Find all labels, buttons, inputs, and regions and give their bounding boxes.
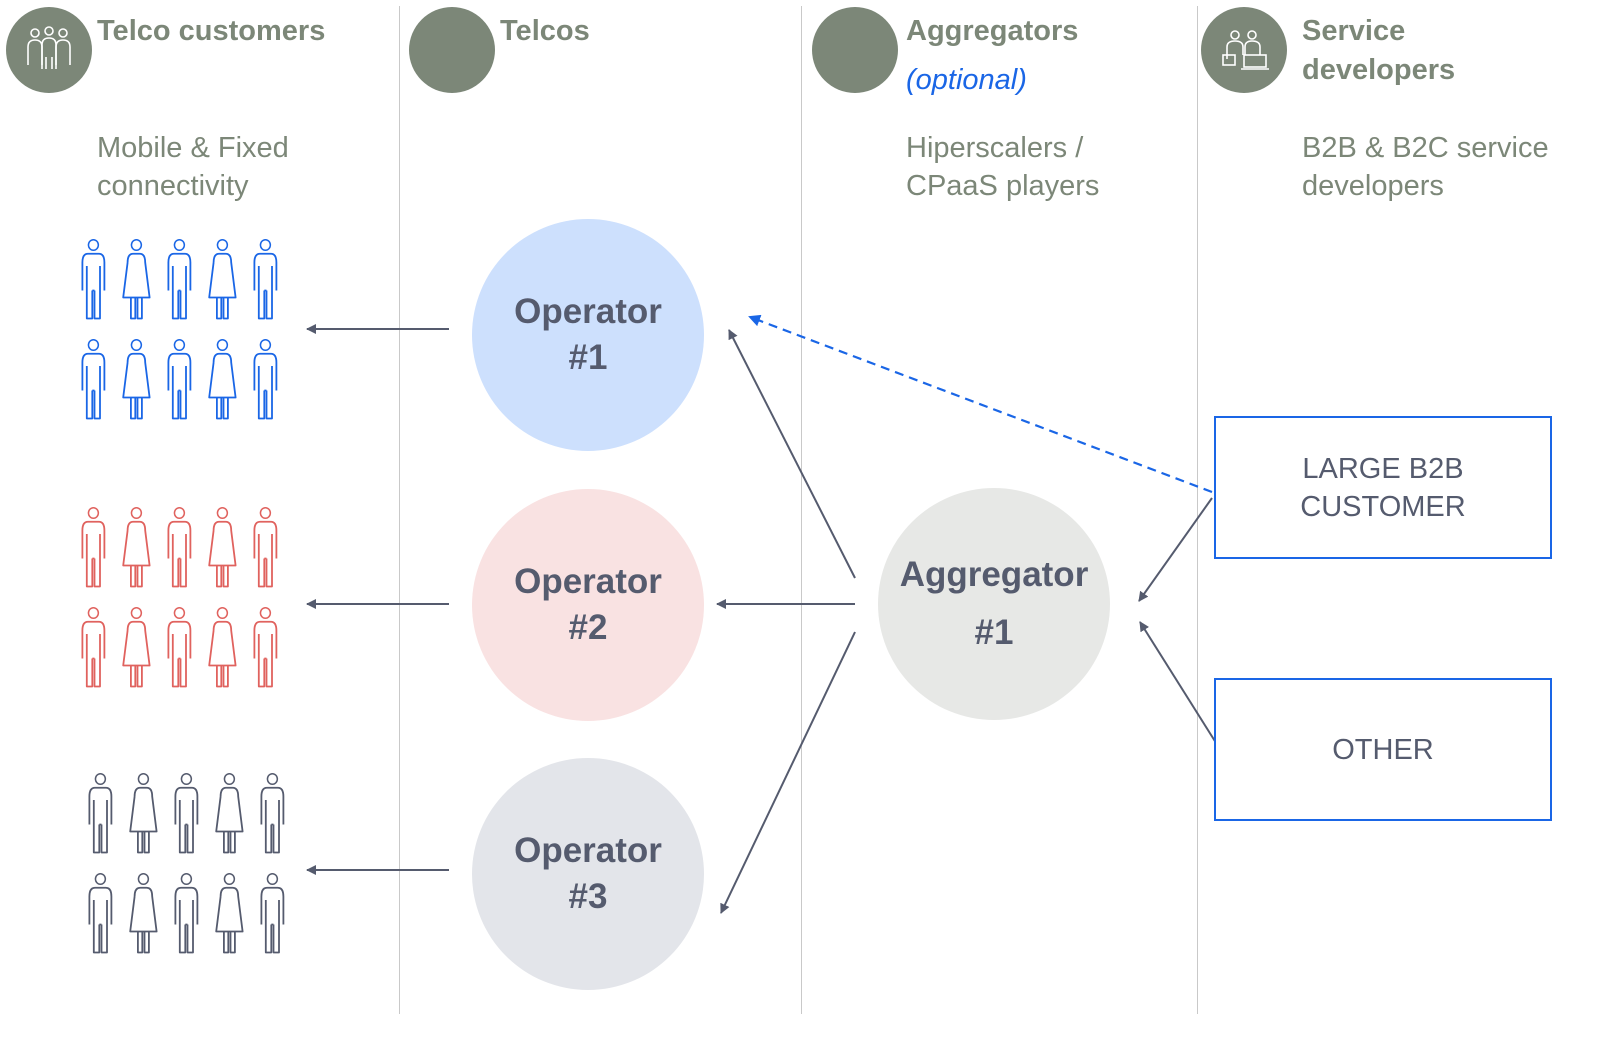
operator-3-number: #3 xyxy=(568,877,608,916)
column-divider-3 xyxy=(1197,6,1198,1014)
telco-customers-description: Mobile & Fixed connectivity xyxy=(97,132,289,202)
person-icon xyxy=(254,508,276,587)
person-icon xyxy=(168,508,190,587)
person-icon xyxy=(216,874,242,953)
developers-icon xyxy=(1222,30,1269,70)
operator-1-label: Operator xyxy=(514,292,662,331)
people-group-icon xyxy=(27,26,71,69)
customer-group-operator-3 xyxy=(85,772,300,967)
customer-group-operator-1 xyxy=(78,238,293,433)
dashed-arrow-large-b2b-to-operator-1 xyxy=(748,314,1213,494)
operator-1-number: #1 xyxy=(568,338,608,377)
person-icon xyxy=(209,240,235,319)
person-icon xyxy=(175,874,197,953)
aggregators-optional-note: (optional) xyxy=(906,64,1027,96)
aggregator-1-node: Aggregator #1 xyxy=(878,488,1110,720)
people-icons xyxy=(78,506,293,696)
aggregators-description: Hiperscalers / CPaaS players xyxy=(906,132,1100,202)
person-icon xyxy=(89,774,111,853)
person-icon xyxy=(82,608,104,687)
person-icon xyxy=(130,874,156,953)
person-icon xyxy=(254,340,276,419)
person-icon xyxy=(254,608,276,687)
person-icon xyxy=(89,874,111,953)
other-developer-label: OTHER xyxy=(1332,733,1434,766)
column-divider-1 xyxy=(399,6,400,1014)
arrow-aggregator-to-operator-3 xyxy=(720,631,856,914)
people-icons xyxy=(85,772,300,962)
person-icon xyxy=(209,508,235,587)
person-icon xyxy=(123,240,149,319)
service-developers-description: B2B & B2C service developers xyxy=(1302,132,1549,202)
operator-2-node: Operator #2 xyxy=(472,489,704,721)
person-icon xyxy=(123,608,149,687)
people-icons xyxy=(78,238,293,428)
person-icon xyxy=(168,608,190,687)
person-icon xyxy=(254,240,276,319)
telco-customers-header-icon xyxy=(6,7,92,93)
operator-3-node: Operator #3 xyxy=(472,758,704,990)
person-icon xyxy=(209,340,235,419)
person-icon xyxy=(261,774,283,853)
person-icon xyxy=(216,774,242,853)
arrow-aggregator-to-operator-1 xyxy=(728,329,856,579)
person-icon xyxy=(82,340,104,419)
service-developers-header-icon xyxy=(1201,7,1287,93)
column-divider-2 xyxy=(801,6,802,1014)
other-developer-box: OTHER xyxy=(1214,678,1552,821)
person-icon xyxy=(82,240,104,319)
service-developers-title: Service developers xyxy=(1302,15,1456,86)
aggregators-header-icon xyxy=(812,7,898,93)
operator-3-label: Operator xyxy=(514,831,662,870)
telco-customers-title: Telco customers xyxy=(97,15,326,47)
aggregator-1-label: Aggregator xyxy=(899,555,1089,594)
person-icon xyxy=(261,874,283,953)
aggregator-1-number: #1 xyxy=(974,613,1014,652)
person-icon xyxy=(130,774,156,853)
operator-2-label: Operator xyxy=(514,562,662,601)
person-icon xyxy=(175,774,197,853)
person-icon xyxy=(123,508,149,587)
operator-1-node: Operator #1 xyxy=(472,219,704,451)
person-icon xyxy=(168,340,190,419)
customer-group-operator-2 xyxy=(78,506,293,701)
person-icon xyxy=(209,608,235,687)
arrow-large-b2b-to-aggregator xyxy=(1138,497,1213,602)
telcos-header-icon xyxy=(409,7,495,93)
arrow-other-to-aggregator xyxy=(1139,621,1219,747)
aggregators-title: Aggregators xyxy=(906,15,1079,47)
large-b2b-customer-label: LARGE B2B CUSTOMER xyxy=(1300,452,1466,523)
person-icon xyxy=(123,340,149,419)
large-b2b-customer-box: LARGE B2B CUSTOMER xyxy=(1214,416,1552,559)
person-icon xyxy=(82,508,104,587)
telcos-title: Telcos xyxy=(500,15,590,47)
operator-2-number: #2 xyxy=(568,608,608,647)
person-icon xyxy=(168,240,190,319)
